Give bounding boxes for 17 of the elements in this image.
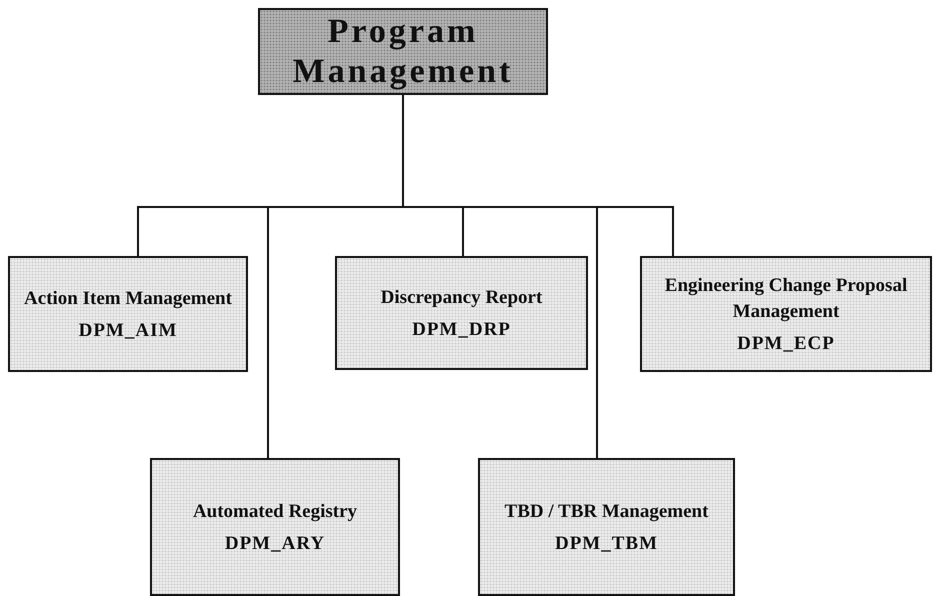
module-code: DPM_ECP — [737, 332, 835, 355]
module-code: DPM_ARY — [224, 532, 326, 555]
module-name: TBD / TBR Management — [504, 500, 708, 524]
module-name: Engineering Change Proposal Management — [664, 274, 908, 324]
module-code: DPM_TBM — [554, 532, 658, 555]
module-box — [335, 256, 588, 370]
program-title: Program Management — [292, 12, 514, 91]
module-code: DPM_DRP — [412, 318, 511, 341]
module-box — [640, 256, 932, 372]
module-name: Action Item Management — [24, 287, 232, 312]
module-code: DPM_AIM — [78, 320, 178, 342]
module-box — [8, 256, 248, 372]
program-box — [258, 8, 548, 95]
module-name: Discrepancy Report — [380, 286, 542, 310]
module-box — [478, 458, 735, 596]
module-name: Automated Registry — [192, 500, 358, 524]
module-box — [150, 458, 400, 596]
